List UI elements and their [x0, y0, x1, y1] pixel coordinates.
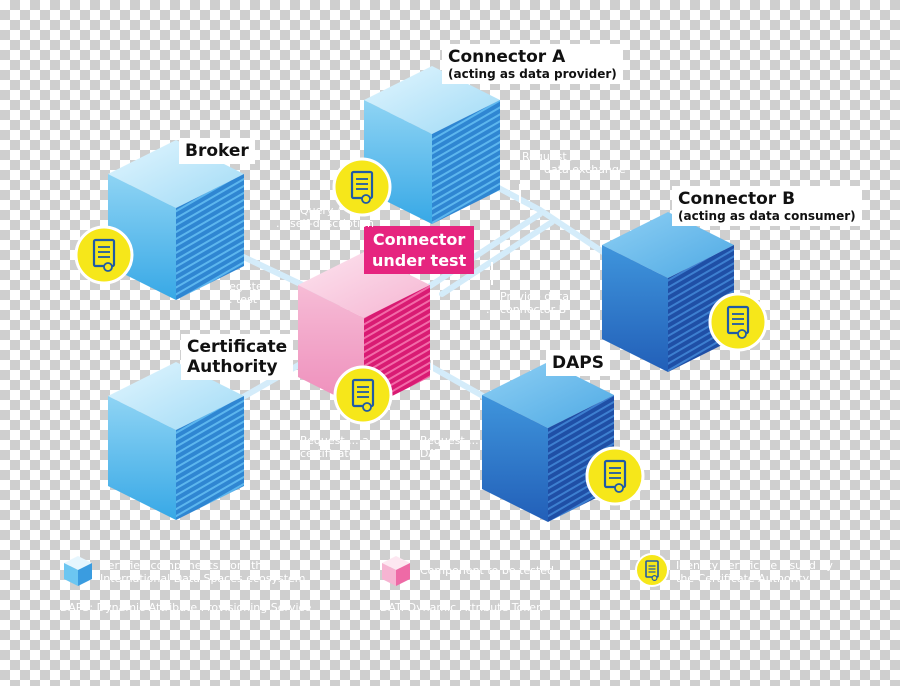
edge-label-ca-request: Request ... a [300, 434, 369, 447]
edge-label-broker-reg2: ... test [222, 293, 258, 306]
daps-title: DAPS [552, 353, 604, 373]
edge-label-daps-request: Request ... [420, 434, 479, 447]
connector-b-cube [602, 212, 768, 372]
certificate-authority-label: Certificate Authority [181, 334, 294, 380]
certificate-authority-cube-right [176, 396, 244, 520]
edge-label-a-request: Request / [522, 150, 574, 163]
edge-label-broker-reg: Register [222, 280, 268, 293]
connector-a-cube-right [432, 100, 500, 224]
edge-label-broker-query: Query / [300, 204, 341, 217]
connector-a-title: Connector A [448, 47, 566, 67]
legend-item1-line2: International Data Spaces ecosystem [100, 572, 306, 585]
connector-b-cube-left [602, 245, 668, 372]
connector-b-subtitle: (acting as data consumer) [678, 209, 856, 223]
connector-b-label: Connector B (acting as data consumer) [672, 186, 862, 226]
daps-cube [482, 362, 645, 522]
link-cut-b [537, 207, 615, 261]
cut-title-line1: Connector [372, 230, 466, 249]
edge-label-ca-certificate: certificate [300, 447, 356, 460]
ca-title-line1: Certificate [187, 337, 288, 357]
link-cut-a-1 [427, 211, 543, 289]
legend-item1-line1: Certified components from the [100, 559, 270, 572]
daps-cube-left [482, 395, 548, 522]
connector-under-test-cube [298, 252, 430, 425]
edge-label-b-provide: Provide data [500, 290, 570, 303]
cut-title-line2: under test [372, 251, 467, 270]
certificate-authority-cube-left [108, 396, 176, 520]
connector-a-certificate-badge [332, 157, 392, 217]
broker-title: Broker [185, 141, 249, 161]
legend-item3-line2: the Certificate Authority [676, 572, 810, 585]
legend-footnote-daps: DAPS: Dynamic Attribute Provisioning Ser… [60, 601, 312, 614]
connector-a-label: Connector A (acting as data provider) [442, 44, 623, 84]
edge-label-broker-register: ... self-description [276, 217, 374, 230]
broker-cube-right [176, 174, 244, 300]
certificate-authority-cube [108, 362, 244, 520]
broker-label: Broker [179, 138, 255, 164]
legend-item3-line1: Identity certificate issued by [676, 559, 833, 572]
ca-title-line2: Authority [187, 357, 278, 377]
legend-certificate-badge [635, 553, 669, 587]
legend-blue-cube [64, 556, 92, 586]
daps-certificate-badge [585, 446, 645, 506]
connector-b-title: Connector B [678, 189, 796, 209]
connector-a-cube [332, 66, 500, 224]
connector-under-test-label: Connector under test [364, 226, 475, 274]
daps-label: DAPS [546, 350, 610, 376]
legend-pink-cube [382, 556, 410, 586]
edge-label-daps-token: DAT [420, 447, 442, 460]
edge-label-a-exchange: ... data exchange [530, 163, 626, 176]
legend-item2: Component to be tested [420, 564, 555, 577]
legend-footnote-dat: DAT: Dynamic Attribute Token [380, 601, 544, 614]
broker-cube [74, 140, 244, 300]
edge-label-b-consumer: ... connector B [486, 303, 567, 316]
connector-b-certificate-badge [708, 292, 768, 352]
connector-under-test-certificate-badge [333, 365, 393, 425]
broker-certificate-badge [74, 225, 134, 285]
connector-a-subtitle: (acting as data provider) [448, 67, 617, 81]
link-cut-a-2 [439, 219, 555, 297]
